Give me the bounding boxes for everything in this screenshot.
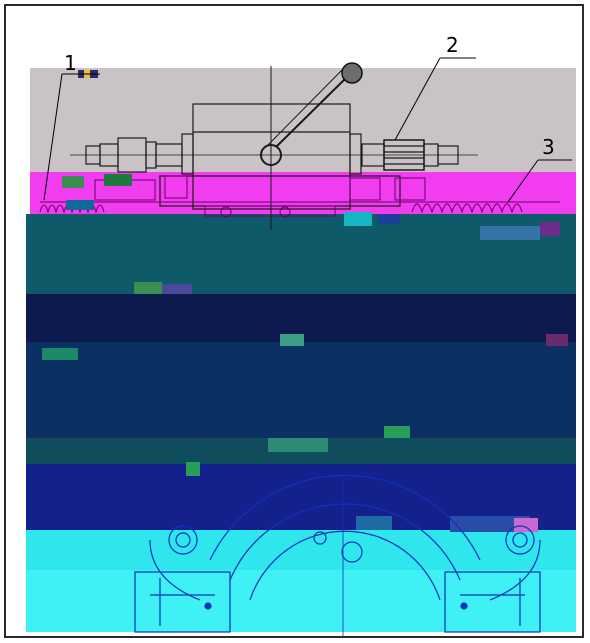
base-drawing (134, 474, 541, 636)
mid-navy-band (26, 342, 576, 438)
callouts: 1 2 3 (43, 33, 572, 203)
color-bands (26, 68, 576, 632)
upper-assembly (70, 62, 478, 230)
cyan-band (26, 530, 576, 570)
glitch-patches (42, 70, 568, 532)
gray-band (30, 68, 576, 178)
cyan-light-band (26, 570, 576, 632)
callout-2-label: 2 (446, 33, 459, 57)
callout-1-label: 1 (64, 51, 77, 75)
callout-3-label: 3 (542, 135, 555, 159)
